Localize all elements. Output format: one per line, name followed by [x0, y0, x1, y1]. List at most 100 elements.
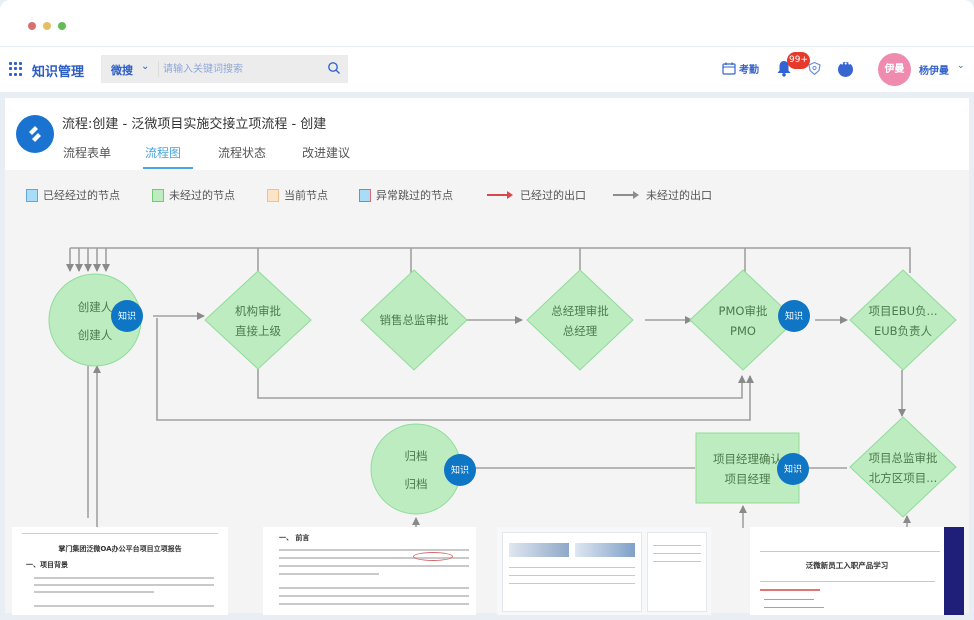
- node-shape: [849, 416, 957, 518]
- tab-flow-chart[interactable]: 流程图: [145, 146, 182, 160]
- legend-unpassed-node: 未经过的节点: [152, 187, 235, 203]
- flow-diagram: 创建人创建人知识机构审批直接上级销售总监审批总经理审批总经理PMO审批PMO知识…: [48, 247, 957, 528]
- user-name[interactable]: 杨伊曼: [919, 66, 949, 77]
- flow-edge: [257, 368, 746, 399]
- thumbnail-preface-doc[interactable]: 一、 前言: [263, 527, 476, 615]
- node-label: 归档: [405, 449, 428, 463]
- knowledge-badge-icon: [444, 454, 476, 486]
- thumbnail-portal-page[interactable]: [497, 527, 711, 615]
- node-sublabel: 总经理: [563, 324, 598, 338]
- legend-label: 未经过的节点: [169, 189, 235, 202]
- calendar-icon: [722, 62, 736, 75]
- node-label: 机构审批: [235, 304, 281, 318]
- legend-current-node: 当前节点: [267, 187, 328, 203]
- node-sublabel: 北方区项目...: [869, 471, 937, 485]
- knowledge-badge-button[interactable]: 知识: [444, 454, 476, 486]
- more-options-icon[interactable]: [838, 60, 853, 77]
- flow-node-pmo-approve[interactable]: PMO审批 PMO: [689, 269, 797, 371]
- page-title: 流程:创建 - 泛微项目实施交接立项流程 - 创建: [62, 117, 327, 132]
- tab-flow-status[interactable]: 流程状态: [218, 146, 267, 160]
- avatar[interactable]: 伊曼: [878, 53, 911, 86]
- divider: [158, 61, 159, 77]
- knowledge-badge-label: 知识: [118, 310, 136, 322]
- workflow-logo-icon: [16, 115, 54, 153]
- node-label: 销售总监审批: [380, 313, 449, 327]
- shield-icon[interactable]: [807, 61, 822, 76]
- document-thumbnails: 掌门集团泛微OA办公平台项目立项报告 一、项目背景 一、 前言: [5, 527, 969, 615]
- node-label: 项目EBU负...: [868, 304, 937, 318]
- thumbnail-project-report[interactable]: 掌门集团泛微OA办公平台项目立项报告 一、项目背景: [12, 527, 228, 615]
- node-label: PMO审批: [719, 304, 768, 318]
- thumbnail-heading: 一、项目背景: [26, 561, 68, 569]
- legend-swatch: [359, 188, 371, 202]
- node-shape: [849, 269, 957, 371]
- knowledge-badge-button[interactable]: 知识: [111, 300, 143, 332]
- flow-node-director-approve[interactable]: 项目总监审批北方区项目...: [849, 416, 957, 518]
- knowledge-badge-label: 知识: [785, 310, 803, 322]
- flow-edge: [70, 247, 911, 273]
- legend-passed-exit: 已经过的出口: [487, 187, 586, 203]
- legend-skipped-node: 异常跳过的节点: [359, 187, 453, 203]
- node-shape: [526, 269, 634, 371]
- node-sublabel: 项目经理: [725, 472, 771, 486]
- tab-flow-form[interactable]: 流程表单: [63, 146, 112, 160]
- search-bar: 微搜 ⌄: [101, 55, 348, 83]
- minimize-window-button[interactable]: [43, 22, 51, 30]
- app-title: 知识管理: [32, 65, 85, 80]
- title-bar: [0, 0, 974, 46]
- chevron-down-icon[interactable]: ⌄: [141, 61, 150, 72]
- legend-label: 未经过的出口: [646, 189, 712, 202]
- attendance-label: 考勤: [739, 65, 759, 76]
- knowledge-badge-label: 知识: [784, 463, 802, 475]
- knowledge-badge-button[interactable]: 知识: [777, 453, 809, 485]
- flow-node-ebu-approve[interactable]: 项目EBU负... EUB负责人: [849, 269, 957, 371]
- legend-label: 当前节点: [284, 189, 328, 202]
- close-window-button[interactable]: [28, 22, 36, 30]
- flow-node-sales-approve[interactable]: 销售总监审批: [360, 269, 468, 371]
- search-input[interactable]: [163, 60, 323, 78]
- thumbnail-training-doc[interactable]: 泛微新员工入职产品学习: [750, 527, 964, 615]
- search-scope-select[interactable]: 微搜: [111, 64, 133, 77]
- search-icon[interactable]: [327, 61, 341, 75]
- thumbnail-title: 泛微新员工入职产品学习: [805, 561, 889, 570]
- node-label: 项目经理确认: [713, 452, 782, 466]
- chevron-down-icon[interactable]: ⌄: [957, 61, 965, 71]
- tab-suggestions[interactable]: 改进建议: [302, 146, 351, 160]
- legend-label: 已经过的出口: [520, 189, 586, 202]
- attendance-button[interactable]: 考勤: [722, 61, 759, 76]
- knowledge-badge-icon: [111, 300, 143, 332]
- node-shape: [360, 269, 468, 371]
- knowledge-badge-icon: [778, 300, 810, 332]
- legend: 已经经过的节点 未经过的节点 当前节点 异常跳过的节点 已经过的出口 未经过的出…: [5, 184, 969, 206]
- legend-swatch: [267, 188, 279, 202]
- legend-label: 异常跳过的节点: [376, 189, 453, 202]
- node-shape: [689, 269, 797, 371]
- gray-arrow-icon: [613, 191, 639, 199]
- knowledge-badge-button[interactable]: 知识: [778, 300, 810, 332]
- legend-label: 已经经过的节点: [43, 189, 120, 202]
- node-label: 创建人: [78, 300, 113, 314]
- node-label: 项目总监审批: [869, 451, 938, 465]
- node-sublabel: PMO: [730, 324, 756, 338]
- node-sublabel: 直接上级: [235, 324, 281, 338]
- legend-swatch: [26, 188, 38, 202]
- node-label: 总经理审批: [551, 304, 609, 318]
- node-sublabel: 创建人: [78, 328, 113, 342]
- notification-badge: 99+: [787, 52, 810, 69]
- legend-passed-node: 已经经过的节点: [26, 187, 120, 203]
- knowledge-badge-label: 知识: [451, 464, 469, 476]
- node-shape: [204, 270, 312, 370]
- legend-swatch: [152, 188, 164, 202]
- red-arrow-icon: [487, 191, 513, 199]
- knowledge-badge-icon: [777, 453, 809, 485]
- flow-edge: [156, 318, 754, 421]
- node-sublabel: EUB负责人: [874, 324, 933, 338]
- apps-grid-icon[interactable]: [9, 62, 23, 76]
- maximize-window-button[interactable]: [58, 22, 66, 30]
